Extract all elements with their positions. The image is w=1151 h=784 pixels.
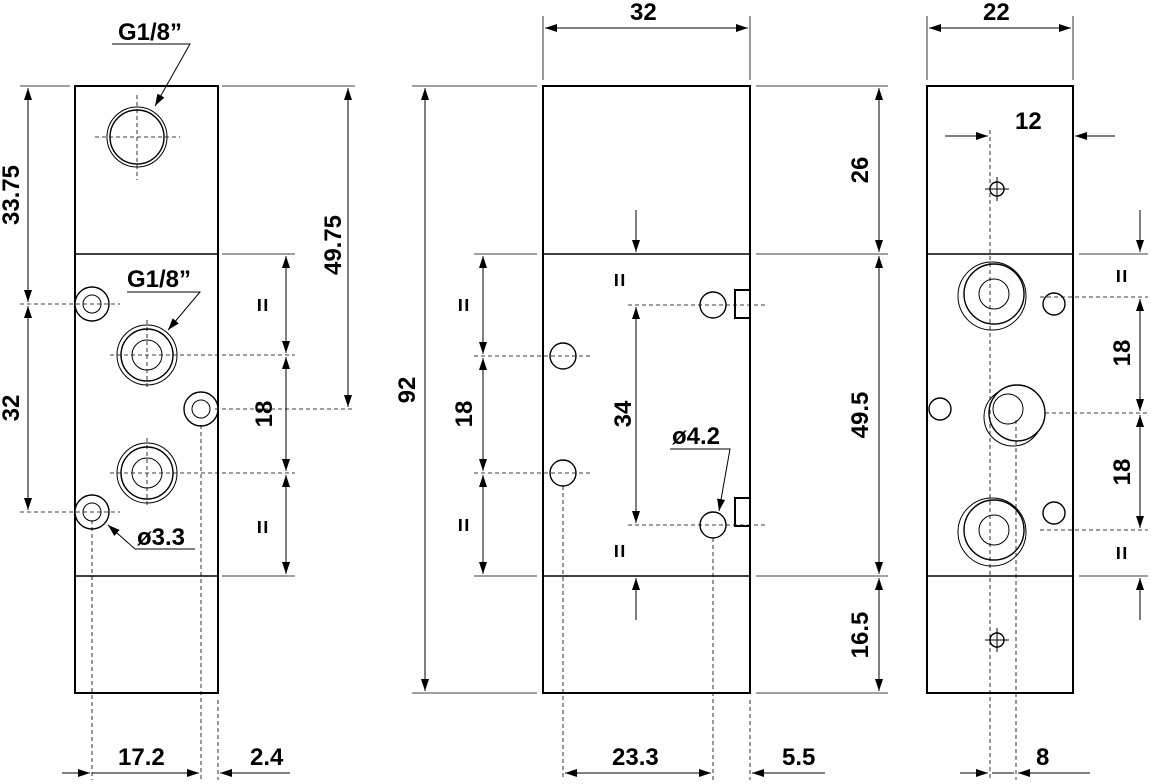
eq-middle-left-top: = bbox=[451, 298, 478, 312]
eq-right-top: = bbox=[1109, 269, 1136, 283]
dim-18-right-bottom-label: 18 bbox=[1109, 459, 1136, 486]
right-mount-hole-upper bbox=[1042, 292, 1066, 316]
right-view: 22 12 = 18 18 = 8 bbox=[926, 0, 1148, 780]
eq-middle-left-bottom: = bbox=[451, 518, 478, 532]
left-view: G1/8” G1/8” 33.75 32 49.75 18 = = ø3.3 1… bbox=[0, 19, 355, 780]
left-side-hole bbox=[183, 391, 219, 427]
middle-view: 32 92 18 = = 34 = = ø4.2 26 49.5 16.5 23… bbox=[394, 0, 888, 780]
dim-23-3-label: 23.3 bbox=[612, 744, 659, 771]
dim-92-label: 92 bbox=[394, 377, 421, 404]
right-small-hole-bottom bbox=[985, 628, 1009, 652]
left-mid-port-label: G1/8” bbox=[127, 266, 191, 293]
right-port-middle bbox=[983, 384, 1046, 447]
dim-34-label: 34 bbox=[610, 400, 637, 427]
eq-left-bottom: = bbox=[250, 520, 277, 534]
left-top-port-label: G1/8” bbox=[118, 19, 182, 46]
dim-5-5-label: 5.5 bbox=[782, 744, 815, 771]
right-port-upper bbox=[957, 261, 1027, 331]
right-small-hole-top bbox=[985, 177, 1009, 201]
dim-32-left-label: 32 bbox=[0, 395, 25, 422]
middle-valve-body bbox=[542, 85, 751, 694]
left-top-port-hole bbox=[95, 95, 180, 180]
right-side-hole bbox=[928, 397, 952, 421]
dim-22-label: 22 bbox=[983, 0, 1010, 26]
eq-right-bottom: = bbox=[1109, 546, 1136, 560]
dim-12-label: 12 bbox=[1015, 108, 1042, 135]
dim-16-5-label: 16.5 bbox=[847, 612, 874, 659]
right-port-lower bbox=[957, 497, 1027, 567]
right-mount-hole-lower bbox=[1042, 501, 1066, 525]
dim-49-75-label: 49.75 bbox=[320, 215, 347, 275]
middle-tab-bottom bbox=[734, 497, 751, 527]
dim-26-label: 26 bbox=[847, 157, 874, 184]
dim-33-75-label: 33.75 bbox=[0, 165, 25, 225]
dim-2-4-label: 2.4 bbox=[250, 744, 284, 771]
eq-left-top: = bbox=[250, 298, 277, 312]
dim-49-5-label: 49.5 bbox=[847, 392, 874, 439]
hole-dia-3-3-label: ø3.3 bbox=[137, 524, 185, 551]
dim-8-label: 8 bbox=[1036, 744, 1049, 771]
eq-middle-bottom: = bbox=[607, 544, 634, 558]
dim-18-left-label: 18 bbox=[251, 401, 278, 428]
dim-18-right-top-label: 18 bbox=[1109, 340, 1136, 367]
hole-dia-4-2-label: ø4.2 bbox=[672, 423, 720, 450]
eq-middle-top: = bbox=[607, 273, 634, 287]
dim-32-top-label: 32 bbox=[630, 0, 657, 26]
left-valve-body bbox=[74, 85, 219, 694]
dim-18-middle-label: 18 bbox=[451, 401, 478, 428]
right-valve-body bbox=[926, 85, 1074, 694]
dim-17-2-label: 17.2 bbox=[118, 744, 165, 771]
middle-tab-top bbox=[734, 289, 751, 319]
